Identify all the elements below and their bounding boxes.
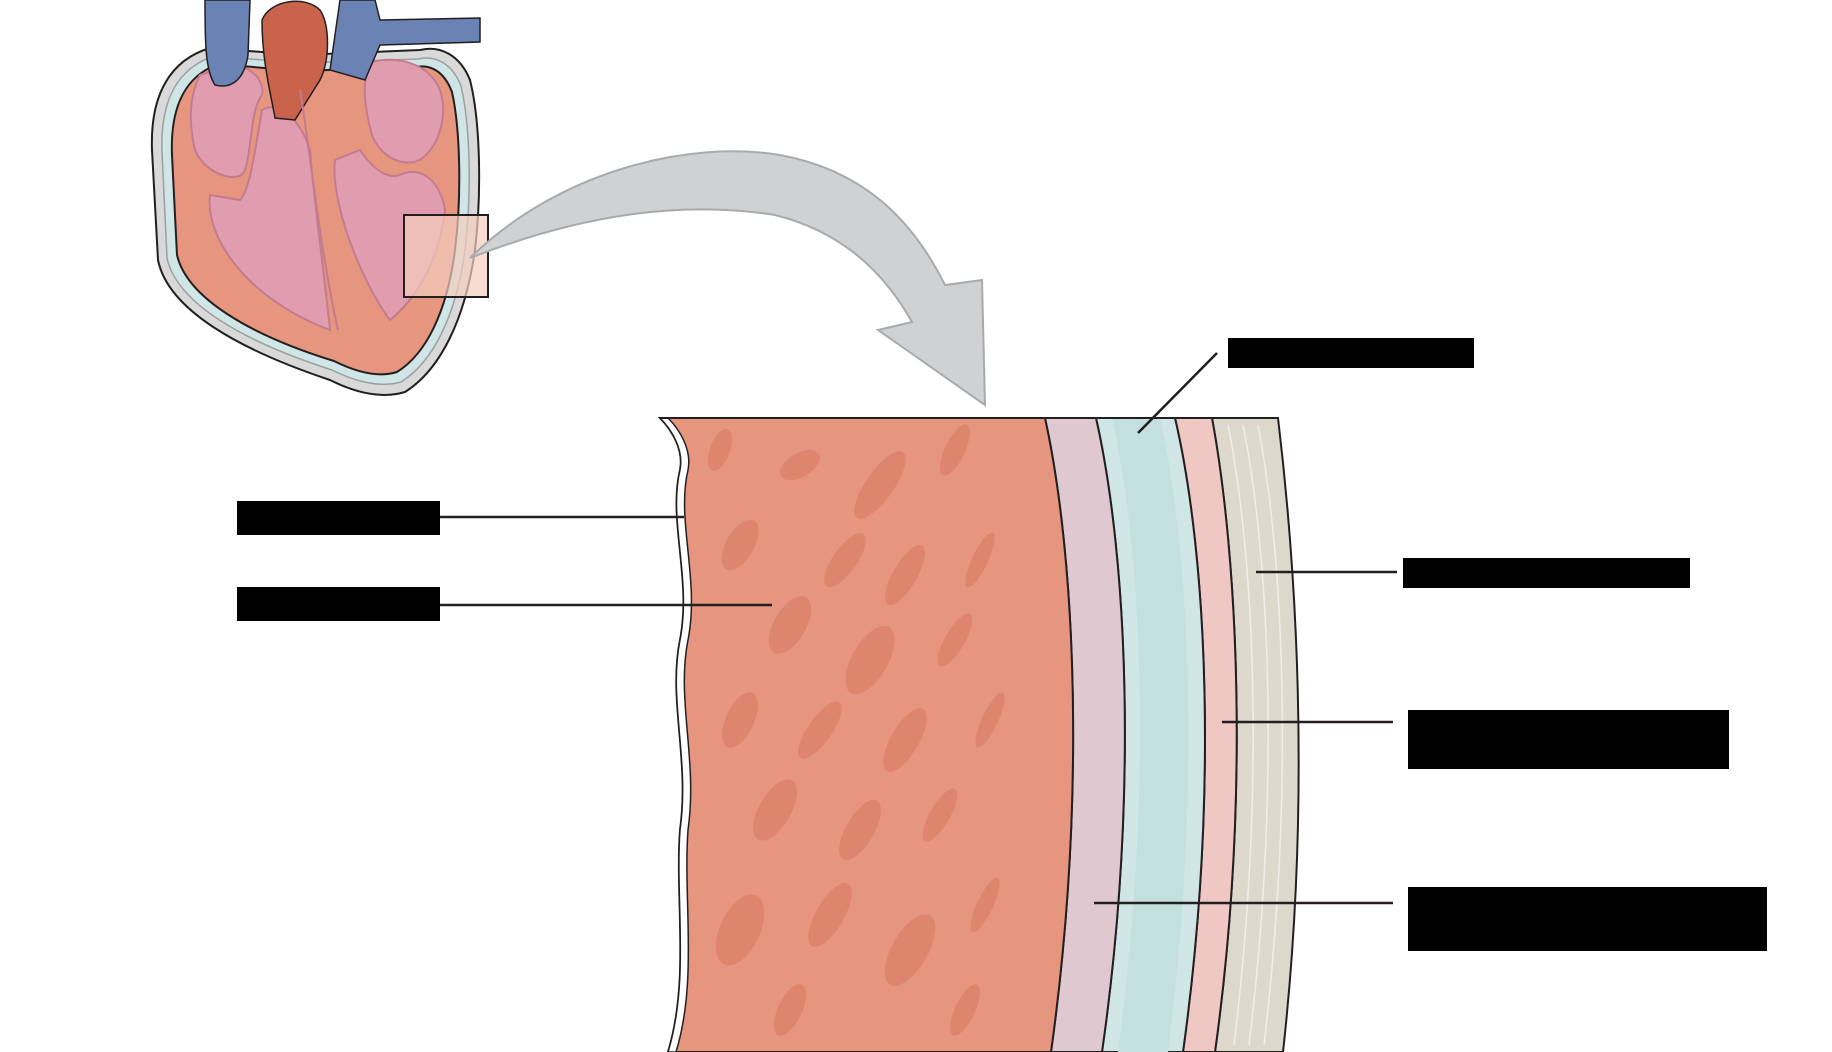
- heart-wall-cross-section: [657, 417, 1300, 1052]
- label-myocardium: [237, 587, 440, 621]
- heart-right-atrium: [363, 58, 444, 164]
- zoom-arrow: [469, 150, 987, 407]
- myocardium-fibers: [707, 424, 1005, 1036]
- fibrous-striations: [1227, 424, 1284, 1046]
- heart-pulmonary-vessel: [329, 0, 481, 81]
- label-fibrous-pericardium: [1403, 558, 1690, 588]
- heart-superior-vena-cava: [204, 0, 251, 87]
- heart-septum: [299, 89, 339, 331]
- heart-illustration: [150, 0, 489, 396]
- heart-aorta: [261, 0, 329, 121]
- label-visceral-layer: [1408, 887, 1767, 951]
- label-parietal-layer: [1408, 710, 1729, 769]
- leader-pericardial-cavity: [1137, 352, 1218, 434]
- endocardium-layer: [658, 417, 693, 1052]
- heart-left-chamber: [189, 63, 264, 179]
- label-endocardium: [237, 501, 440, 535]
- pericardial-cavity-inner-band: [1112, 418, 1189, 1052]
- label-pericardial-cavity: [1228, 338, 1474, 368]
- leader-lines: [440, 352, 1397, 905]
